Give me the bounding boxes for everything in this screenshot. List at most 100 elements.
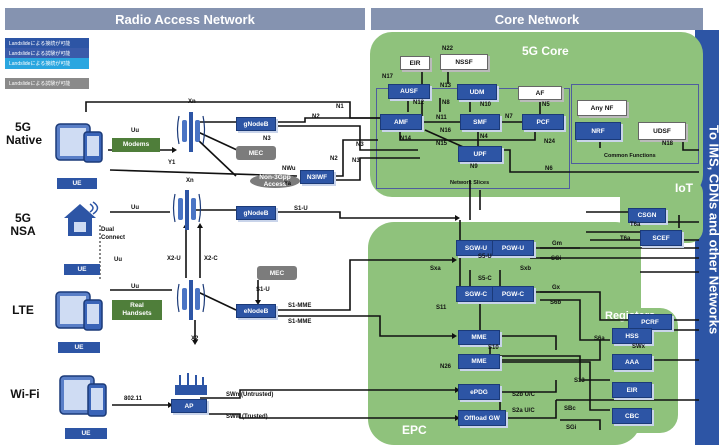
label-gx: Gx	[552, 285, 561, 291]
node-mec-2[interactable]: MEC	[257, 266, 297, 280]
ran-header: Radio Access Network	[5, 8, 365, 30]
zone-label-iot: IoT	[675, 181, 693, 195]
label-swx: SWx	[632, 344, 646, 350]
node-csgn[interactable]: CSGN	[628, 208, 666, 223]
node-mme[interactable]: MME	[458, 330, 500, 345]
antenna-icon	[172, 190, 202, 230]
node-ap[interactable]: AP	[171, 399, 207, 413]
label-n13: N13	[440, 83, 452, 89]
label-t6a-1: T6a	[630, 222, 641, 228]
modems-box[interactable]: Modems	[112, 138, 160, 152]
node-eir-5g[interactable]: EIR	[400, 56, 430, 70]
device-lte	[54, 290, 106, 332]
label-sxa: Sxa	[430, 266, 441, 272]
label-s5c: S5-C	[478, 276, 492, 282]
label-n4: N4	[480, 134, 488, 140]
node-pcf[interactable]: PCF	[522, 114, 564, 130]
label-sxb: Sxb	[520, 266, 532, 272]
common-functions-frame	[571, 84, 699, 164]
external-networks-label: To IMS, CDNs and other Networks	[706, 125, 719, 335]
label-n9: N9	[470, 164, 478, 170]
zone-label-5g-core: 5G Core	[522, 44, 569, 58]
node-sgw-u[interactable]: SGW-U	[456, 240, 496, 256]
label-n11: N11	[436, 115, 447, 121]
label-s2a: S2a U/C	[512, 408, 535, 414]
label-x2u: X2-U	[167, 256, 181, 262]
node-nrf[interactable]: NRF	[575, 122, 621, 140]
antenna-5g-native	[176, 108, 206, 159]
label-n17: N17	[382, 74, 394, 80]
label-n2-a: N2	[312, 114, 320, 120]
antenna-5g-nsa	[172, 186, 202, 237]
label-swn: SWn (Untrusted)	[226, 392, 274, 398]
label-s1u-2: S1-U	[256, 287, 270, 293]
ue-lte[interactable]: UE	[58, 342, 100, 353]
node-enodeb[interactable]: eNodeB	[236, 304, 276, 318]
label-n22: N22	[442, 46, 454, 52]
label-xn-2: Xn	[186, 178, 194, 184]
node-udsf[interactable]: UDSF	[638, 122, 686, 140]
label-ya: Ya	[284, 181, 292, 187]
node-pgw-u[interactable]: PGW-U	[492, 240, 534, 256]
node-af[interactable]: AF	[518, 86, 562, 100]
node-hss[interactable]: HSS	[612, 328, 652, 344]
label-n16: N16	[440, 128, 452, 134]
label-x2: X2	[191, 336, 199, 342]
node-ausf[interactable]: AUSF	[388, 84, 430, 99]
node-pgw-c[interactable]: PGW-C	[492, 286, 534, 302]
node-mec-1[interactable]: MEC	[236, 146, 276, 160]
label-s2b: S2b U/C	[512, 392, 536, 398]
home-icon	[64, 201, 99, 236]
node-offload-gw[interactable]: Offload GW	[458, 410, 506, 426]
ue-5g-nsa[interactable]: UE	[64, 264, 100, 275]
label-gm: Gm	[552, 241, 563, 247]
label-n1: N1	[336, 104, 344, 110]
device-5g-native	[54, 122, 106, 164]
node-upf[interactable]: UPF	[458, 146, 502, 162]
label-s6b: S6b	[550, 300, 562, 306]
label-s11: S11	[436, 305, 447, 311]
node-amf[interactable]: AMF	[380, 114, 422, 130]
node-nssf[interactable]: NSSF	[440, 54, 488, 70]
label-n15: N15	[436, 141, 448, 147]
node-udm[interactable]: UDM	[457, 84, 497, 100]
node-smf[interactable]: SMF	[460, 114, 500, 130]
node-sgw-c[interactable]: SGW-C	[456, 286, 496, 302]
label-s1mme-1: S1-MME	[288, 303, 312, 309]
node-n3iwf[interactable]: N3IWF	[300, 170, 334, 184]
label-xn-1: Xn	[188, 99, 196, 105]
label-x2c: X2-C	[204, 256, 218, 262]
ue-wifi[interactable]: UE	[65, 428, 107, 439]
label-s5u: S5-U	[478, 254, 492, 260]
router-icon	[175, 373, 207, 395]
node-mme-2[interactable]: MME	[458, 354, 500, 369]
node-gnodeb-2[interactable]: gNodeB	[236, 206, 276, 220]
node-epdg[interactable]: ePDG	[458, 384, 500, 400]
node-aaa[interactable]: AAA	[612, 354, 652, 370]
label-n2-b: N2	[330, 156, 338, 162]
label-n3-c: N3	[356, 142, 364, 148]
legend-item-2: Landslideによる試験が可能	[5, 48, 89, 59]
zone-label-epc: EPC	[402, 423, 427, 437]
node-cbc[interactable]: CBC	[612, 408, 652, 424]
label-n6: N6	[545, 166, 553, 172]
antenna-icon	[176, 112, 206, 152]
node-gnodeb-1[interactable]: gNodeB	[236, 117, 276, 131]
label-n14: N14	[400, 136, 412, 142]
label-n3-b: N3	[352, 158, 360, 164]
node-any-nf[interactable]: Any NF	[577, 100, 627, 116]
tablet-phone-icon	[55, 123, 103, 163]
label-n10: N10	[480, 102, 492, 108]
node-scef[interactable]: SCEF	[640, 230, 682, 246]
node-eir[interactable]: EIR	[612, 382, 652, 398]
label-n24: N24	[544, 139, 556, 145]
label-n18: N18	[662, 141, 674, 147]
label-n3-a: N3	[263, 136, 271, 142]
label-uu-3: Uu	[114, 257, 122, 263]
ue-5g-native[interactable]: UE	[57, 178, 97, 189]
